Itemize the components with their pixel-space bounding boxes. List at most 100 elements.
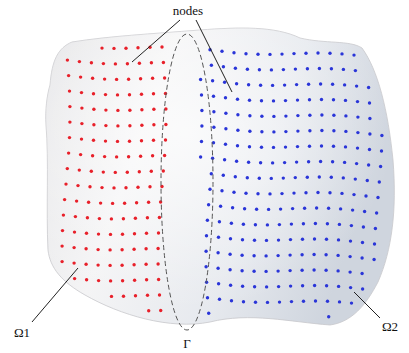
node-dot	[380, 149, 383, 152]
node-dot	[361, 287, 364, 290]
node-dot	[270, 68, 273, 71]
node-dot	[140, 124, 143, 127]
node-dot	[292, 52, 295, 55]
node-dot	[145, 232, 148, 235]
node-dot	[325, 238, 328, 241]
node-dot	[116, 124, 119, 127]
node-dot	[200, 109, 203, 112]
node-dot	[332, 129, 335, 132]
node-dot	[92, 123, 95, 126]
node-dot	[60, 244, 63, 247]
node-dot	[124, 186, 127, 189]
node-dot	[128, 109, 131, 112]
node-dot	[232, 51, 235, 54]
node-dot	[277, 285, 280, 288]
node-dot	[362, 225, 365, 228]
node-dot	[265, 285, 268, 288]
node-dot	[235, 160, 238, 163]
node-dot	[84, 247, 87, 250]
node-dot	[200, 124, 203, 127]
node-dot	[128, 124, 131, 127]
node-dot	[296, 145, 299, 148]
node-dot	[163, 76, 166, 79]
node-dot	[259, 84, 262, 87]
node-dot	[212, 95, 215, 98]
node-dot	[76, 184, 79, 187]
node-dot	[307, 83, 310, 86]
node-dot	[231, 206, 234, 209]
node-dot	[318, 67, 321, 70]
node-dot	[126, 171, 129, 174]
node-dot	[284, 145, 287, 148]
node-dot	[265, 239, 268, 242]
node-dot	[146, 294, 149, 297]
node-dot	[360, 272, 363, 275]
node-dot	[109, 233, 112, 236]
node-dot	[330, 67, 333, 70]
node-dot	[133, 232, 136, 235]
node-dot	[234, 67, 237, 70]
node-dot	[290, 300, 293, 303]
node-dot	[243, 207, 246, 210]
node-dot	[301, 238, 304, 241]
node-dot	[115, 155, 118, 158]
node-dot	[222, 65, 225, 68]
node-dot	[216, 267, 219, 270]
interface-label: Γ	[183, 337, 191, 350]
node-dot	[344, 130, 347, 133]
node-dot	[128, 140, 131, 143]
node-dot	[90, 170, 93, 173]
node-dot	[258, 177, 261, 180]
node-dot	[344, 145, 347, 148]
node-dot	[224, 112, 227, 115]
node-dot	[313, 284, 316, 287]
node-dot	[356, 100, 359, 103]
node-dot	[127, 78, 130, 81]
node-dot	[139, 77, 142, 80]
node-dot	[222, 174, 225, 177]
node-dot	[212, 110, 215, 113]
node-dot	[64, 182, 67, 185]
node-dot	[97, 279, 100, 282]
node-dot	[291, 207, 294, 210]
node-dot	[136, 46, 139, 49]
node-dot	[376, 196, 379, 199]
node-dot	[260, 146, 263, 149]
node-dot	[85, 278, 88, 281]
node-dot	[80, 106, 83, 109]
node-dot	[145, 278, 148, 281]
node-dot	[66, 58, 69, 61]
node-dot	[340, 192, 343, 195]
node-dot	[78, 168, 81, 171]
node-dot	[342, 68, 345, 71]
node-dot	[229, 237, 232, 240]
node-dot	[162, 61, 165, 64]
node-dot	[361, 241, 364, 244]
node-dot	[374, 227, 377, 230]
node-dot	[302, 300, 305, 303]
node-dot	[114, 62, 117, 65]
node-dot	[224, 143, 227, 146]
node-dot	[102, 170, 105, 173]
node-dot	[204, 265, 207, 268]
node-dot	[97, 232, 100, 235]
node-dot	[356, 115, 359, 118]
node-dot	[337, 285, 340, 288]
node-dot	[271, 161, 274, 164]
node-dot	[252, 254, 255, 257]
node-dot	[132, 263, 135, 266]
node-dot	[230, 222, 233, 225]
node-dot	[272, 99, 275, 102]
node-dot	[279, 207, 282, 210]
region-label: Ω1	[14, 326, 30, 339]
node-dot	[352, 53, 355, 56]
node-dot	[92, 92, 95, 95]
node-dot	[320, 144, 323, 147]
node-dot	[252, 270, 255, 273]
node-dot	[162, 169, 165, 172]
nodes-label: nodes	[173, 4, 203, 17]
node-dot	[90, 61, 93, 64]
node-dot	[116, 109, 119, 112]
node-dot	[60, 260, 63, 263]
node-dot	[319, 82, 322, 85]
